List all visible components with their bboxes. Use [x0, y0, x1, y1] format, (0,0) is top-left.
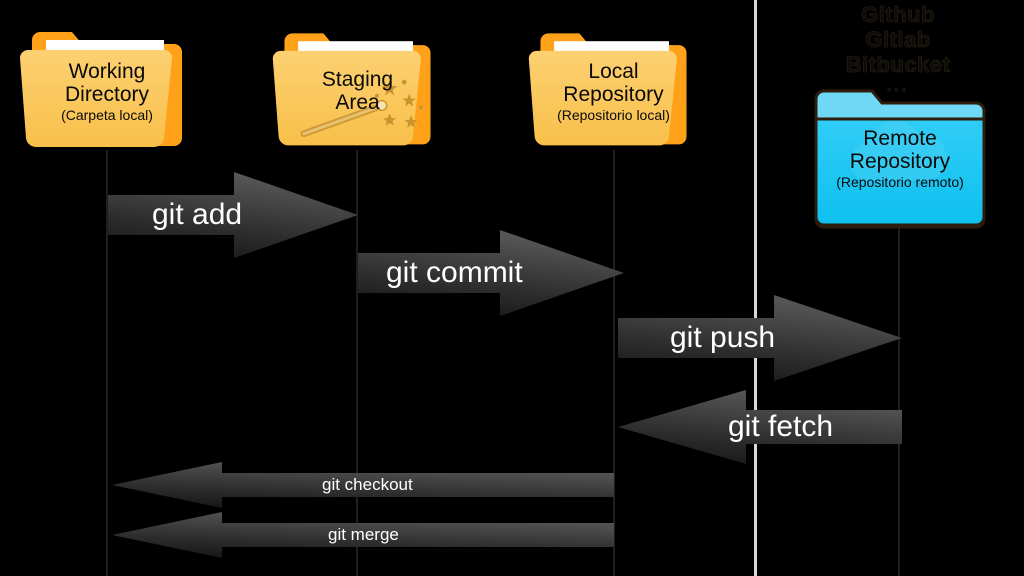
node-staging-area[interactable]: Staging Area [265, 18, 450, 153]
arrow-shape-right [618, 295, 902, 381]
arrow-git-push[interactable]: git push [618, 293, 902, 383]
node-working-directory[interactable]: Working Directory (Carpeta local) [12, 18, 202, 153]
arrow-git-commit[interactable]: git commit [358, 228, 624, 318]
provider-ellipsis: ... [886, 78, 910, 96]
lifeline-local-repository [613, 150, 615, 576]
magic-wand-icon [300, 79, 423, 138]
node-remote-repository[interactable]: Remote Repository (Repositorio remoto) [812, 85, 988, 231]
folder-icon [814, 89, 986, 229]
provider-gitlab: Gitlab [865, 27, 931, 53]
arrow-shape-right [358, 230, 624, 316]
lifeline-working-directory [106, 150, 108, 576]
folder-icon [528, 33, 687, 146]
lifeline-staging-area [356, 150, 358, 576]
arrow-shape-left [618, 390, 902, 464]
provider-github: Github [861, 2, 935, 28]
arrow-shape-left [112, 512, 614, 558]
arrow-git-add[interactable]: git add [108, 170, 358, 260]
arrow-git-fetch[interactable]: git fetch [618, 388, 902, 466]
arrow-git-checkout[interactable]: git checkout [112, 462, 614, 508]
folder-icon [20, 32, 182, 148]
lifeline-remote-repository [898, 228, 900, 576]
folder-icon [272, 33, 431, 146]
local-remote-divider [754, 0, 757, 576]
provider-bitbucket: Bitbucket [845, 52, 951, 78]
cloud-providers-caption: Github Gitlab Bitbucket ... [808, 2, 988, 97]
cloud-icon [849, 120, 947, 181]
arrow-git-merge[interactable]: git merge [112, 512, 614, 558]
arrow-shape-right [108, 172, 358, 258]
node-local-repository[interactable]: Local Repository (Repositorio local) [521, 18, 706, 153]
arrow-shape-left [112, 462, 614, 508]
